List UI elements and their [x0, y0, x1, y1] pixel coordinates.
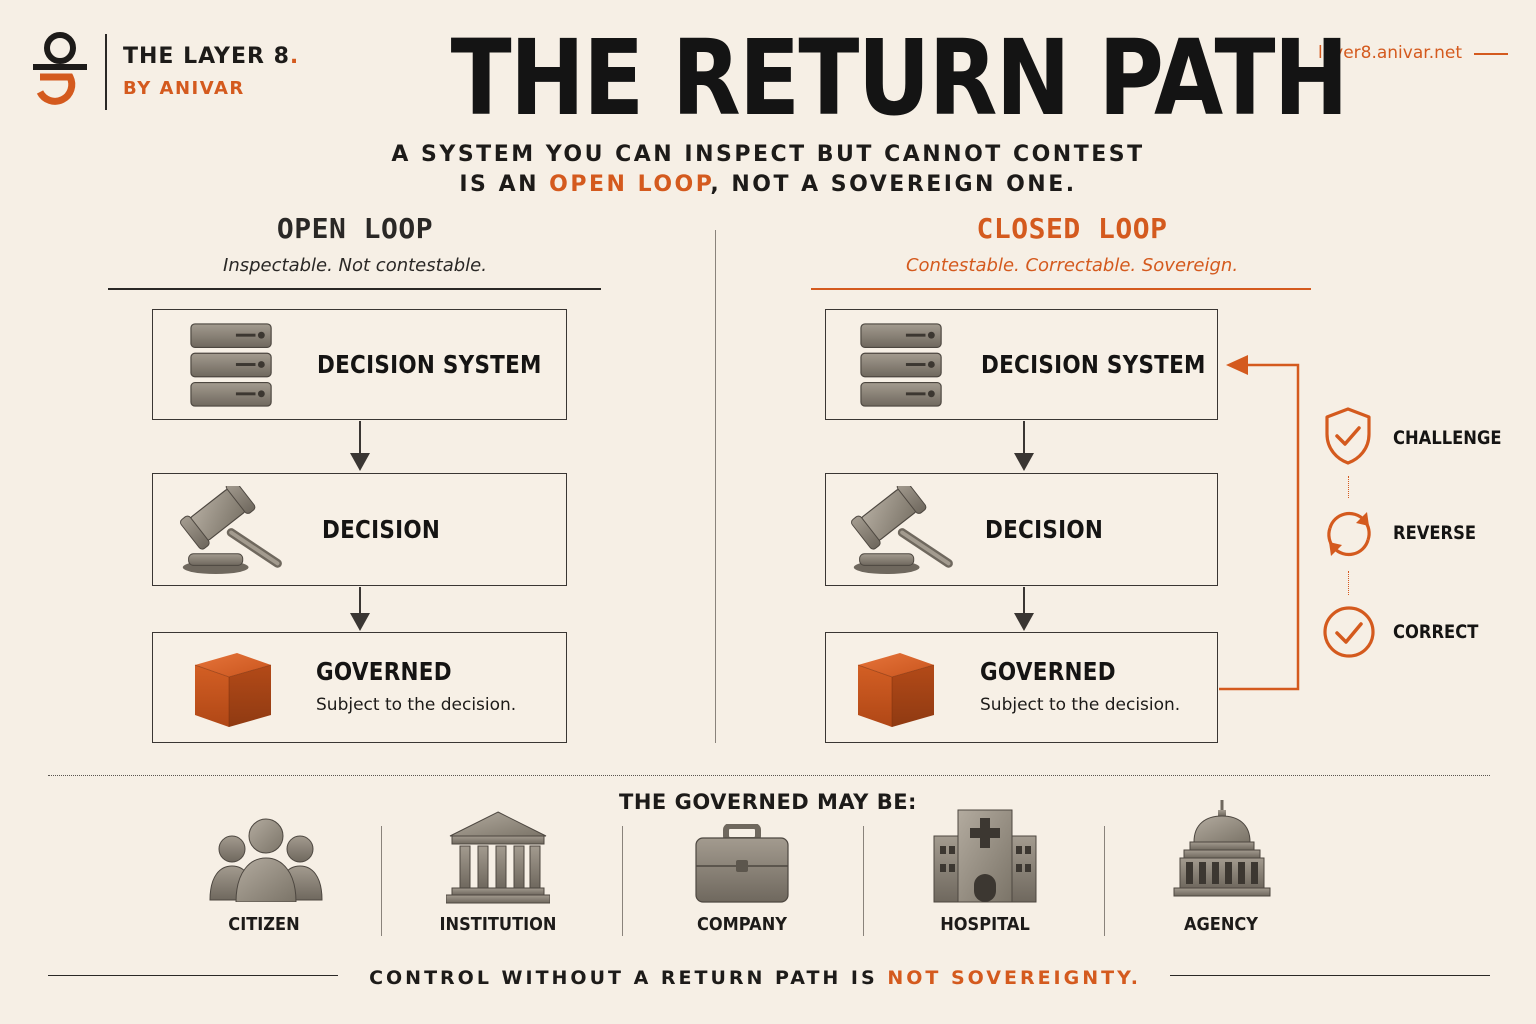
brand-name: THE LAYER 8.: [123, 44, 300, 69]
open-arrow-1-line: [359, 421, 361, 457]
footer-rule-right: [1170, 975, 1490, 976]
open-decision-system-label: DECISION SYSTEM: [317, 350, 542, 379]
open-arrow-2-head: [350, 613, 370, 631]
site-url-link[interactable]: layer8.anivar.net: [1318, 43, 1462, 63]
closed-arrow-2-head: [1014, 613, 1034, 631]
open-governed-sub: Subject to the decision.: [316, 695, 517, 715]
open-arrow-2-line: [359, 587, 361, 617]
open-loop-rule: [108, 288, 601, 290]
brand-separator: [105, 34, 107, 110]
brand-byline: BY ANIVAR: [123, 78, 245, 99]
entity-hospital-label: HOSPITAL: [940, 914, 1030, 935]
open-decision-label: DECISION: [322, 515, 441, 544]
gavel-icon: [848, 486, 964, 578]
closed-arrow-1-line: [1023, 421, 1025, 457]
open-decision-system-box: DECISION SYSTEM: [152, 309, 567, 420]
closed-decision-box: DECISION: [825, 473, 1218, 586]
footer-rule-left: [48, 975, 338, 976]
entity-separator-1: [381, 826, 382, 936]
entity-separator-4: [1104, 826, 1105, 936]
entity-company-label: COMPANY: [697, 914, 787, 935]
closed-governed-box: GOVERNED Subject to the decision.: [825, 632, 1218, 743]
footer-highlight: NOT SOVEREIGNTY.: [887, 967, 1141, 989]
closed-arrow-2-line: [1023, 587, 1025, 617]
open-decision-box: DECISION: [152, 473, 567, 586]
url-decoration-line: [1474, 53, 1508, 55]
closed-decision-system-label: DECISION SYSTEM: [981, 350, 1206, 379]
page-title: THE RETURN PATH: [450, 17, 1349, 139]
closed-loop-title: CLOSED LOOP: [976, 212, 1168, 245]
section-dotted-rule: [48, 775, 1490, 776]
briefcase-icon: [695, 824, 789, 903]
closed-loop-rule: [811, 288, 1311, 290]
open-governed-label: GOVERNED: [316, 657, 452, 686]
return-path-arrow: [1219, 355, 1300, 691]
open-loop-note: Inspectable. Not contestable.: [223, 255, 487, 276]
feedback-challenge-label: CHALLENGE: [1393, 427, 1502, 449]
circle-check-icon: [1323, 606, 1375, 658]
entity-agency-label: AGENCY: [1183, 914, 1259, 935]
server-stack-icon: [859, 320, 947, 410]
entity-citizen-label: CITIZEN: [228, 914, 300, 935]
shield-check-icon: [1325, 407, 1371, 465]
closed-governed-sub: Subject to the decision.: [980, 695, 1181, 715]
capitol-dome-icon: [1173, 800, 1271, 897]
entity-separator-2: [622, 826, 623, 936]
entity-separator-3: [863, 826, 864, 936]
feedback-dotted-connector-1: [1348, 476, 1349, 498]
brick-cube-icon: [187, 643, 277, 733]
institution-building-icon: [446, 811, 550, 904]
closed-decision-label: DECISION: [985, 515, 1104, 544]
closed-loop-note: Contestable. Correctable. Sovereign.: [905, 255, 1239, 276]
open-loop-title: OPEN LOOP: [276, 212, 434, 245]
feedback-reverse-label: REVERSE: [1393, 522, 1477, 544]
closed-arrow-1-head: [1014, 453, 1034, 471]
subtitle-highlight: OPEN LOOP: [549, 172, 711, 197]
feedback-correct-label: CORRECT: [1393, 621, 1479, 643]
brick-cube-icon: [850, 643, 940, 733]
entity-institution-label: INSTITUTION: [439, 914, 557, 935]
footer-statement: CONTROL WITHOUT A RETURN PATH IS NOT SOV…: [369, 967, 1141, 989]
cycle-arrows-icon: [1327, 511, 1371, 557]
subtitle-line-1: A SYSTEM YOU CAN INSPECT BUT CANNOT CONT…: [391, 142, 1145, 167]
open-governed-box: GOVERNED Subject to the decision.: [152, 632, 567, 743]
open-arrow-1-head: [350, 453, 370, 471]
hospital-icon: [933, 809, 1037, 903]
gavel-icon: [177, 486, 293, 578]
people-icon: [209, 818, 323, 902]
governed-heading: THE GOVERNED MAY BE:: [619, 790, 917, 814]
closed-governed-label: GOVERNED: [980, 657, 1116, 686]
layer8-logo: [33, 32, 87, 105]
server-stack-icon: [189, 320, 277, 410]
subtitle-line-2: IS AN OPEN LOOP, NOT A SOVEREIGN ONE.: [459, 172, 1077, 197]
center-divider: [715, 230, 716, 743]
feedback-dotted-connector-2: [1348, 571, 1349, 595]
closed-decision-system-box: DECISION SYSTEM: [825, 309, 1218, 420]
